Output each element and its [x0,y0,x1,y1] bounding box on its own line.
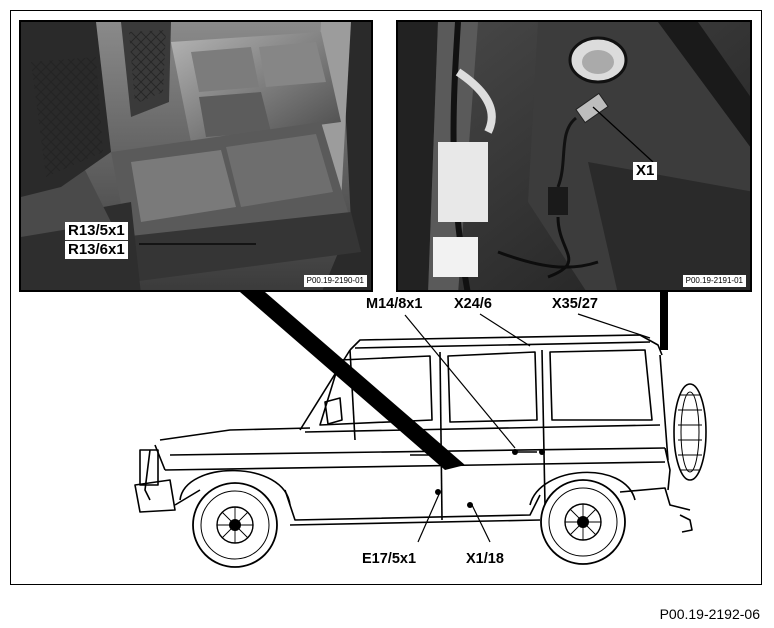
spare-wheel [673,383,707,481]
pointer-wedge-right [660,292,668,350]
callout-r13-6x1: R13/6x1 [65,241,128,259]
rear-seat-photo: R13/5x1 R13/6x1 P00.19-2190-01 [19,20,373,292]
figure-reference: P00.19-2192-06 [659,606,760,622]
callout-r13-5x1: R13/5x1 [65,222,128,240]
rear-wheel [540,479,626,565]
vehicle-outline [134,334,693,533]
leader-lines [404,313,651,543]
side-panel-illustration [398,22,750,290]
label-x35-27: X35/27 [552,296,598,312]
label-x24-6: X24/6 [454,296,492,312]
photo-right-ref: P00.19-2191-01 [682,275,746,287]
side-panel-photo: X1 P00.19-2191-01 [396,20,752,292]
label-x1-18: X1/18 [466,551,504,567]
label-e17-5x1: E17/5x1 [362,551,417,567]
connector-markers [435,449,545,508]
label-m14-8x1: M14/8x1 [366,296,423,312]
photo-left-ref: P00.19-2190-01 [303,275,367,287]
rear-seat-illustration [21,22,371,290]
front-wheel [192,482,278,568]
callout-x1: X1 [633,162,658,180]
